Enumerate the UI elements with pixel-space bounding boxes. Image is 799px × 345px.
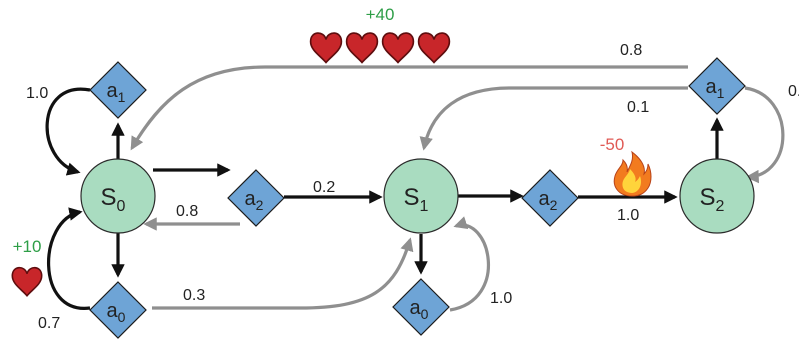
action-s0-a0: a0 (89, 281, 147, 339)
heart-icon (309, 32, 343, 64)
svg-text:a1: a1 (107, 80, 126, 105)
heart-icon (417, 32, 451, 64)
action-s1-a2: a2 (521, 169, 579, 227)
edge-s0-a0-to-s0 (47, 207, 91, 310)
prob-s0-a1-to-s0: 1.0 (26, 85, 48, 102)
action-s0-a2: a2 (227, 169, 285, 227)
edge-s2-a1-to-s1 (419, 86, 688, 151)
edge-s0-a1-to-s0 (45, 87, 91, 176)
heart-icon (381, 32, 415, 64)
svg-text:a0: a0 (107, 300, 126, 325)
prob-s0-a2-to-s1: 0.2 (313, 179, 335, 196)
svg-text:a2: a2 (539, 188, 558, 213)
heart-icon (11, 266, 43, 297)
reward-small-label: +10 (13, 237, 42, 256)
svg-text:S0: S0 (101, 184, 126, 215)
svg-text:S1: S1 (404, 184, 429, 215)
svg-text:a1: a1 (706, 76, 725, 101)
svg-text:S2: S2 (700, 184, 725, 215)
prob-s0-a0-to-s0: 0.7 (38, 315, 60, 332)
action-s1-a0: a0 (392, 278, 450, 336)
penalty-label: -50 (600, 135, 625, 154)
heart-icon (345, 32, 379, 64)
fire-icon (613, 150, 652, 197)
prob-s1-a2-to-s2: 1.0 (617, 207, 639, 224)
prob-s2-a1-to-s1: 0.1 (627, 99, 649, 116)
edge-s1-a0-to-s1 (449, 216, 490, 312)
state-s2: S2 (679, 158, 755, 234)
prob-s1-a0-to-s1: 1.0 (490, 290, 512, 307)
edge-s0-a0-to-s1 (152, 237, 414, 310)
svg-text:a0: a0 (410, 297, 429, 322)
edge-s2-a1-to-s0 (130, 65, 688, 151)
edge-s2-a1-to-s2 (744, 86, 785, 184)
prob-s0-a0-to-s1: 0.3 (183, 287, 205, 304)
prob-s0-a2-to-s0: 0.8 (176, 203, 198, 220)
state-s0: S0 (80, 158, 156, 234)
prob-s2-a1-to-s0: 0.8 (620, 42, 642, 59)
svg-text:a2: a2 (245, 188, 264, 213)
prob-s2-a1-to-s2: 0.1 (788, 83, 799, 100)
reward-big-label: +40 (366, 5, 395, 24)
state-s1: S1 (383, 158, 459, 234)
heart-icon-group (309, 32, 451, 64)
action-s2-a1: a1 (688, 57, 746, 115)
action-s0-a1: a1 (89, 61, 147, 119)
